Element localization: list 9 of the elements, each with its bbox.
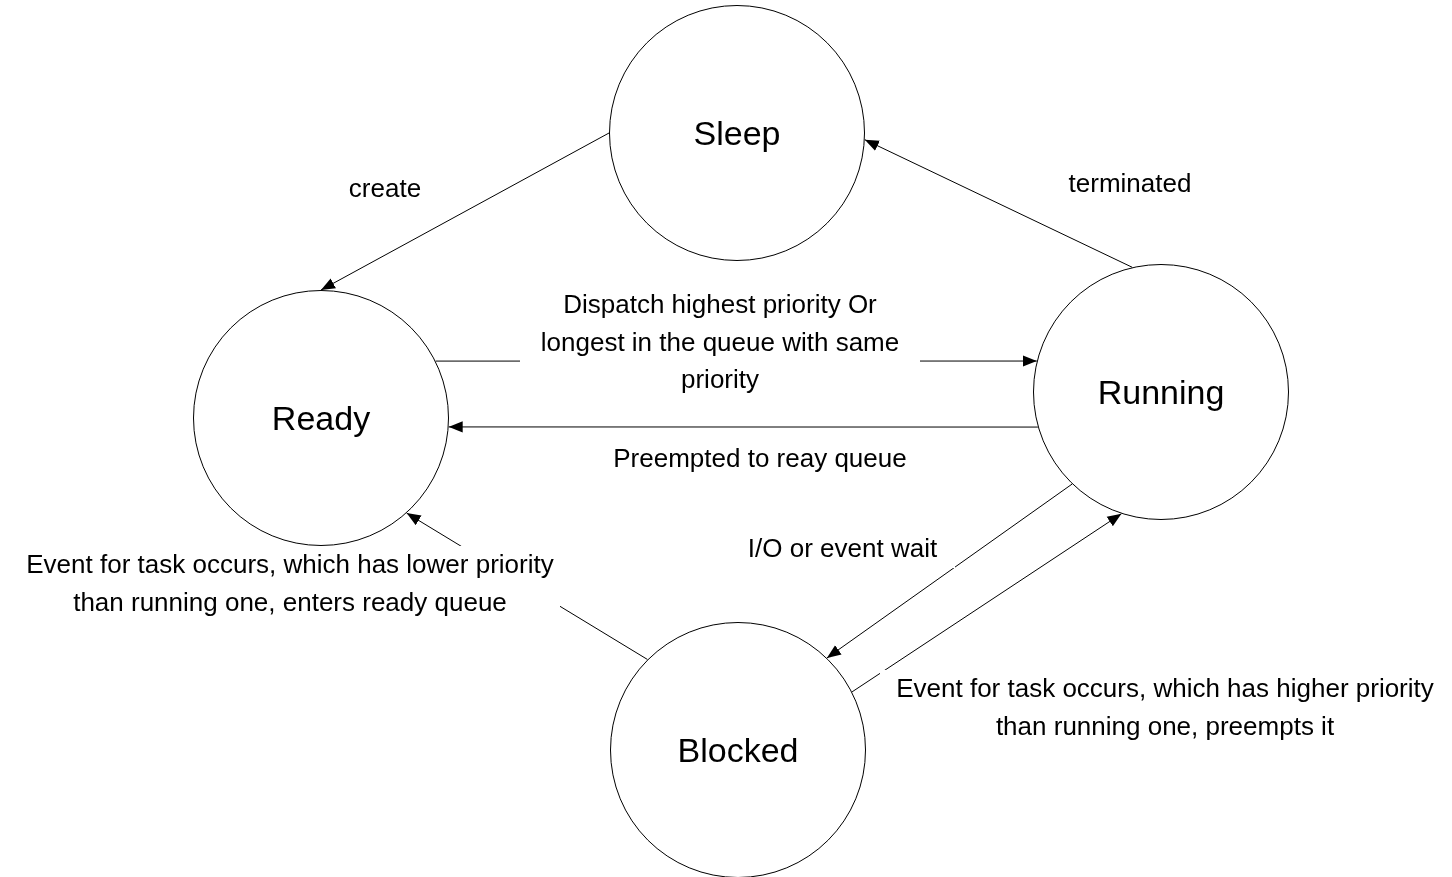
arrow — [448, 421, 1039, 433]
arrow — [320, 132, 610, 291]
state-label: Running — [1097, 372, 1225, 412]
state-label: Blocked — [677, 730, 799, 770]
state-label: Sleep — [693, 113, 781, 153]
arrow — [826, 483, 1073, 659]
arrow — [864, 139, 1133, 268]
state-label: Ready — [271, 398, 371, 438]
arrow — [851, 513, 1122, 693]
